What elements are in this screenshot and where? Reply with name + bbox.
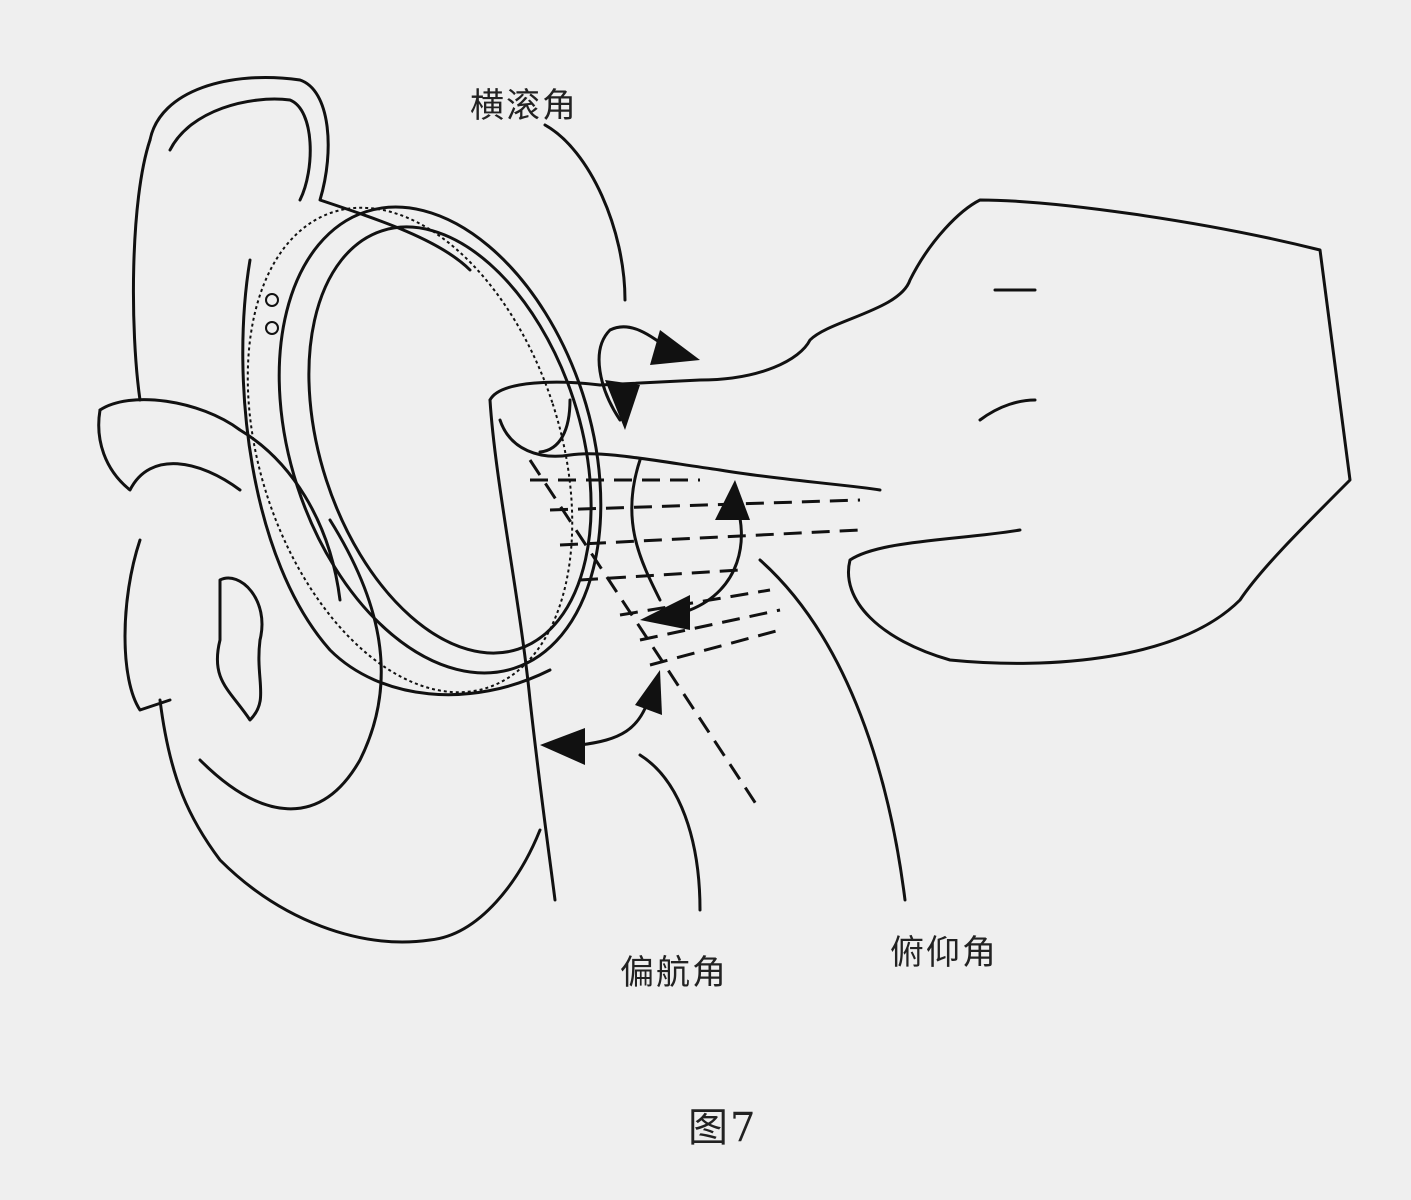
roll-angle-label: 横滚角 — [470, 86, 578, 126]
hand — [488, 198, 1352, 902]
watch-strap — [97, 76, 542, 944]
figure-caption: 图7 — [688, 1105, 758, 1151]
roll-arrow-icon — [597, 325, 700, 430]
watch-body — [241, 205, 603, 697]
yaw-angle-label: 偏航角 — [620, 953, 728, 993]
pitch-angle-label: 俯仰角 — [890, 933, 998, 973]
pitch-arrow-icon — [640, 480, 750, 630]
dashed-guides — [528, 459, 861, 811]
yaw-arrow-icon — [540, 670, 662, 765]
leader-lines — [543, 123, 907, 912]
